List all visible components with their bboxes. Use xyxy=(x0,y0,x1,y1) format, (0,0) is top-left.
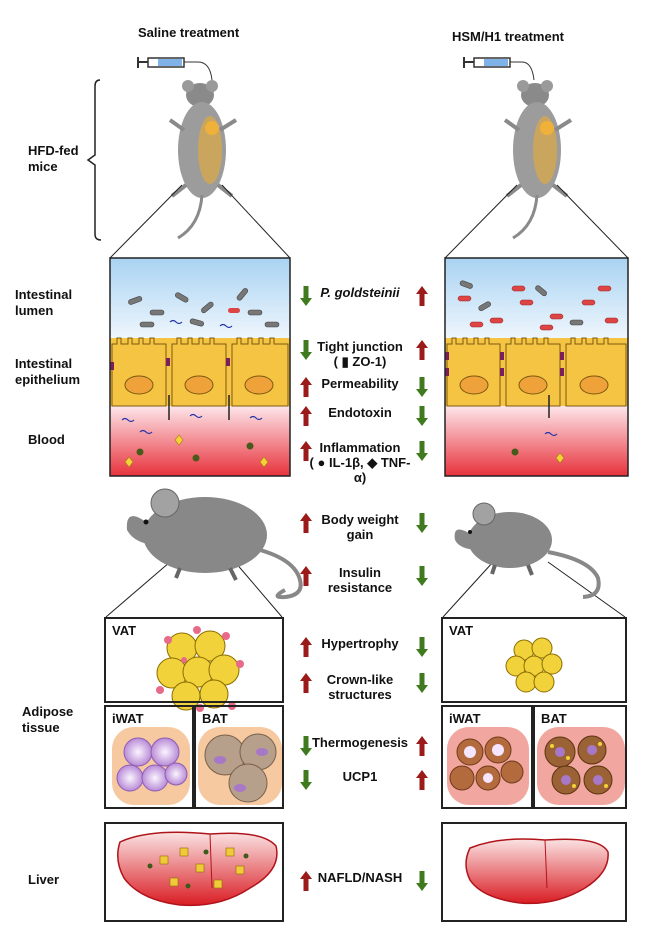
liver-panel-left xyxy=(104,822,284,922)
iwat-tag-right: iWAT xyxy=(449,711,481,726)
comparison-row: NAFLD/NASH xyxy=(285,870,435,894)
comparison-label: NAFLD/NASH xyxy=(317,870,403,885)
vat-panel-right: VAT xyxy=(441,617,627,703)
arrow-down-icon xyxy=(415,636,429,658)
arrow-up-icon xyxy=(415,339,429,361)
comparison-label: Tight junction( ▮ ZO-1) xyxy=(317,339,403,369)
mouse-side-right xyxy=(454,502,601,599)
zoom-lines xyxy=(105,184,629,618)
arrow-up-icon xyxy=(299,565,313,587)
bat-tag-left: BAT xyxy=(202,711,228,726)
arrow-up-icon xyxy=(415,769,429,791)
vat-cells-left xyxy=(156,630,240,711)
bat-cells-right xyxy=(537,727,625,805)
bracket-hfd xyxy=(86,79,102,241)
intestine-panel-right xyxy=(444,257,629,477)
arrow-up-icon xyxy=(299,440,313,462)
comparison-row: Thermogenesis xyxy=(285,735,435,759)
intestine-panel-left xyxy=(109,257,291,477)
vat-cells-right xyxy=(505,637,563,693)
bat-tag-right: BAT xyxy=(541,711,567,726)
comparison-row: Permeability xyxy=(285,376,435,400)
comparison-row: Inflammation( ● IL-1β, ◆ TNF-α) xyxy=(285,440,435,485)
comparison-label: Inflammation( ● IL-1β, ◆ TNF-α) xyxy=(309,440,411,485)
arrow-down-icon xyxy=(415,440,429,462)
mouse-dorsal-left xyxy=(168,80,238,240)
arrow-down-icon xyxy=(415,405,429,427)
comparison-row: UCP1 xyxy=(285,769,435,793)
arrow-down-icon xyxy=(415,376,429,398)
mouse-side-left xyxy=(126,488,303,600)
header-saline: Saline treatment xyxy=(138,25,240,40)
iwat-cells-right xyxy=(447,727,529,805)
arrow-down-icon xyxy=(415,672,429,694)
arrow-down-icon xyxy=(299,285,313,307)
comparison-label: P. goldsteinii xyxy=(320,285,400,300)
comparison-row: Hypertrophy xyxy=(285,636,435,660)
syringe-icon-left xyxy=(137,57,213,81)
iwat-panel-right: iWAT xyxy=(441,705,533,809)
arrow-up-icon xyxy=(299,870,313,892)
vat-tag-left: VAT xyxy=(112,623,137,638)
arrow-down-icon xyxy=(299,735,313,757)
arrow-up-icon xyxy=(299,376,313,398)
label-blood: Blood xyxy=(28,432,65,447)
bat-panel-left: BAT xyxy=(194,705,284,809)
bat-panel-right: BAT xyxy=(533,705,627,809)
iwat-tag-left: iWAT xyxy=(112,711,144,726)
iwat-cells-left xyxy=(112,727,190,805)
bat-cells-left xyxy=(198,727,282,805)
header-hsm-h1: HSM/H1 treatment xyxy=(452,29,564,44)
comparison-label: Hypertrophy xyxy=(321,636,399,651)
comparison-row: P. goldsteinii xyxy=(285,285,435,309)
comparison-label: Endotoxin xyxy=(328,405,392,420)
liver-left xyxy=(117,831,278,907)
iwat-panel-left: iWAT xyxy=(104,705,194,809)
vat-tag-right: VAT xyxy=(449,623,474,638)
crown-like-structures xyxy=(156,626,244,712)
arrow-down-icon xyxy=(415,565,429,587)
arrow-up-icon xyxy=(299,636,313,658)
arrow-up-icon xyxy=(415,735,429,757)
liver-right xyxy=(465,838,609,905)
comparison-label: Permeability xyxy=(321,376,399,391)
arrow-down-icon xyxy=(299,769,313,791)
vat-panel-left: VAT xyxy=(104,617,284,703)
arrow-down-icon xyxy=(415,512,429,534)
comparison-row: Tight junction( ▮ ZO-1) xyxy=(285,339,435,369)
comparison-row: Endotoxin xyxy=(285,405,435,429)
arrow-down-icon xyxy=(299,339,313,361)
arrow-up-icon xyxy=(299,512,313,534)
liver-panel-right xyxy=(441,822,627,922)
arrow-up-icon xyxy=(299,405,313,427)
arrow-up-icon xyxy=(415,285,429,307)
mouse-dorsal-right xyxy=(503,80,573,240)
label-liver: Liver xyxy=(28,872,60,887)
syringe-icon-right xyxy=(463,57,535,81)
comparison-label: Thermogenesis xyxy=(311,735,409,750)
comparison-label: UCP1 xyxy=(342,769,378,784)
arrow-down-icon xyxy=(415,870,429,892)
arrow-up-icon xyxy=(299,672,313,694)
